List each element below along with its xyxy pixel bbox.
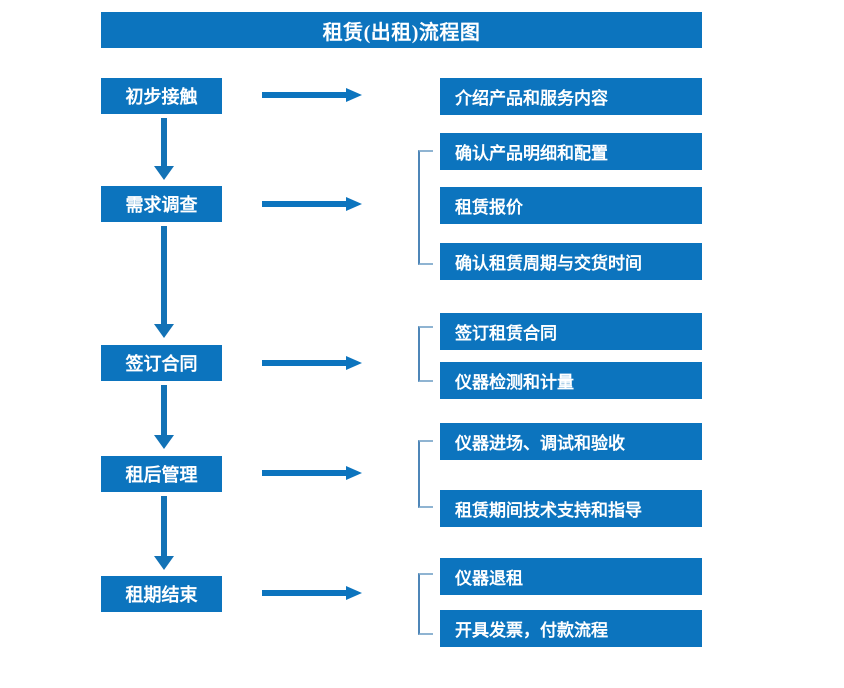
down-arrow-icon (154, 118, 174, 180)
arrow-shaft (161, 226, 167, 325)
arrow-head (346, 466, 362, 480)
right-arrow-icon (262, 586, 362, 600)
arrow-head (346, 88, 362, 102)
arrow-shaft (262, 590, 348, 596)
detail-box[interactable]: 签订租赁合同 (440, 313, 702, 350)
arrow-head (346, 356, 362, 370)
stage-box[interactable]: 初步接触 (101, 78, 222, 114)
stage-box[interactable]: 租期结束 (101, 576, 222, 612)
arrow-shaft (262, 470, 348, 476)
arrow-head (346, 197, 362, 211)
group-bracket (418, 440, 433, 508)
arrow-shaft (262, 201, 348, 207)
right-arrow-icon (262, 466, 362, 480)
arrow-shaft (161, 385, 167, 436)
right-arrow-icon (262, 197, 362, 211)
stage-box[interactable]: 需求调查 (101, 186, 222, 222)
arrow-head (154, 324, 174, 338)
down-arrow-icon (154, 496, 174, 570)
arrow-head (346, 586, 362, 600)
arrow-shaft (161, 118, 167, 167)
arrow-head (154, 166, 174, 180)
group-bracket (418, 573, 433, 635)
detail-box[interactable]: 确认产品明细和配置 (440, 133, 702, 170)
group-bracket (418, 150, 433, 265)
page-title: 租赁(出租)流程图 (101, 12, 702, 48)
down-arrow-icon (154, 385, 174, 449)
detail-box[interactable]: 仪器进场、调试和验收 (440, 423, 702, 460)
group-bracket (418, 326, 433, 382)
detail-box[interactable]: 仪器退租 (440, 558, 702, 595)
arrow-shaft (262, 360, 348, 366)
detail-box[interactable]: 介绍产品和服务内容 (440, 78, 702, 115)
detail-box[interactable]: 租赁期间技术支持和指导 (440, 490, 702, 527)
right-arrow-icon (262, 356, 362, 370)
arrow-head (154, 435, 174, 449)
detail-box[interactable]: 仪器检测和计量 (440, 362, 702, 399)
stage-box[interactable]: 租后管理 (101, 456, 222, 492)
detail-box[interactable]: 开具发票，付款流程 (440, 610, 702, 647)
down-arrow-icon (154, 226, 174, 338)
arrow-shaft (161, 496, 167, 557)
detail-box[interactable]: 确认租赁周期与交货时间 (440, 243, 702, 280)
stage-box[interactable]: 签订合同 (101, 345, 222, 381)
arrow-shaft (262, 92, 348, 98)
arrow-head (154, 556, 174, 570)
detail-box[interactable]: 租赁报价 (440, 187, 702, 224)
right-arrow-icon (262, 88, 362, 102)
